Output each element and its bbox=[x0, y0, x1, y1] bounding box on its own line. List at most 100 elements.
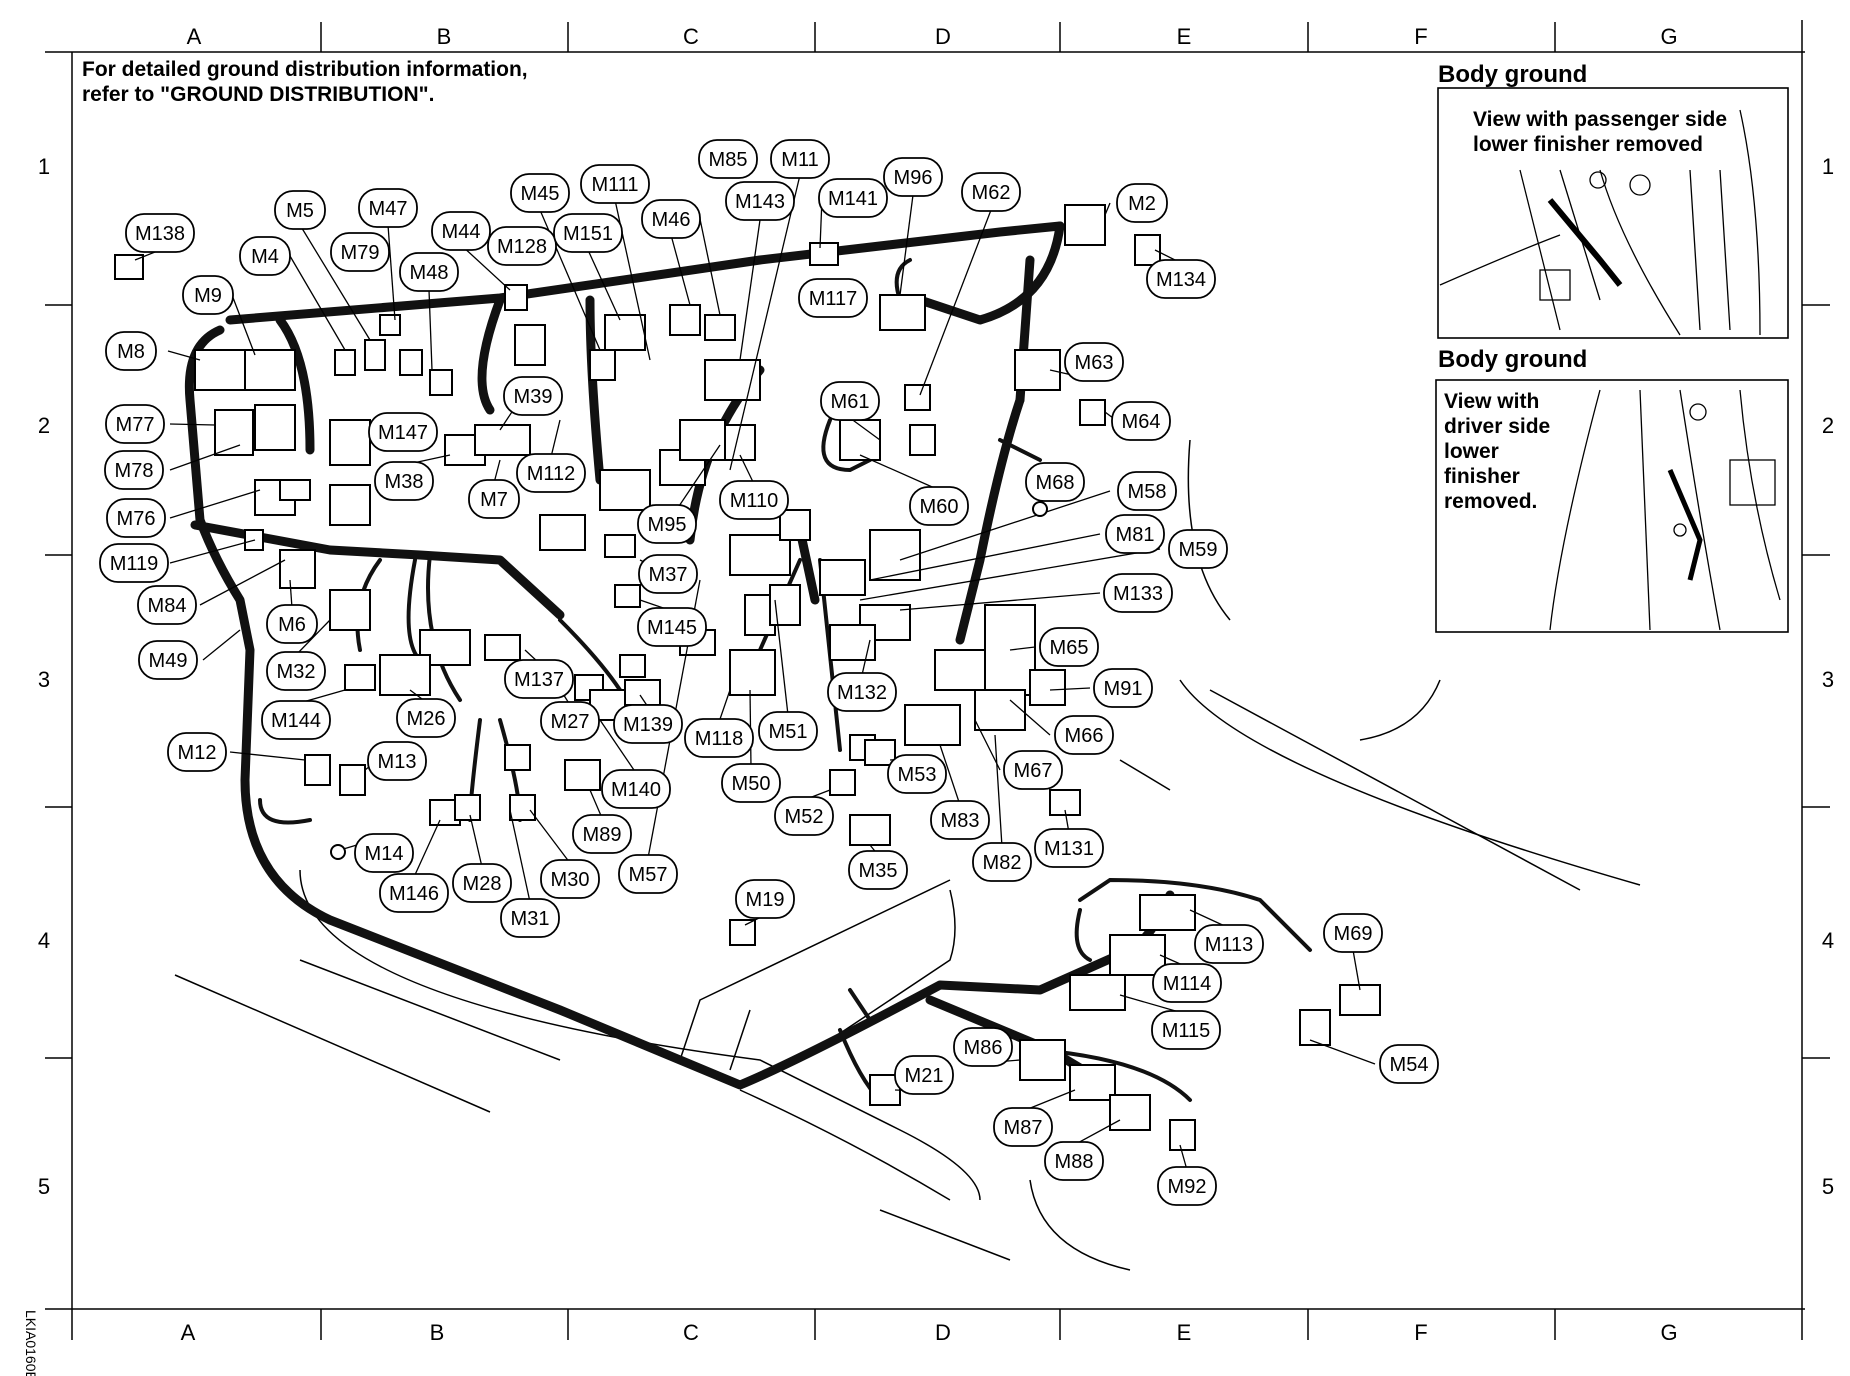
connector-id: M54 bbox=[1390, 1054, 1429, 1076]
vehicle-body-outline bbox=[174, 439, 1641, 1271]
connector-id: M53 bbox=[898, 764, 937, 786]
connector-id: M86 bbox=[964, 1037, 1003, 1059]
connector-label-m32: M32 bbox=[266, 651, 326, 691]
col-label: C bbox=[683, 24, 699, 49]
connector-id: M118 bbox=[695, 728, 744, 750]
connector-label-m35: M35 bbox=[848, 850, 908, 890]
document-id: LKIA0160E bbox=[23, 1310, 39, 1376]
connector-id: M77 bbox=[116, 414, 155, 436]
connector-id: M12 bbox=[178, 742, 217, 764]
connector-id: M47 bbox=[369, 198, 408, 220]
connector-id: M133 bbox=[1113, 583, 1163, 605]
connector-id: M8 bbox=[117, 341, 145, 363]
connector-id: M141 bbox=[828, 188, 878, 210]
col-label: D bbox=[935, 24, 951, 49]
col-label: A bbox=[181, 1320, 196, 1345]
connector-label-m84: M84 bbox=[137, 585, 197, 625]
connector-label-m47: M47 bbox=[358, 188, 418, 228]
connector-id: M117 bbox=[809, 288, 858, 310]
connector-id: M50 bbox=[732, 773, 771, 795]
connector-id: M112 bbox=[527, 463, 576, 485]
ground-terminal-icons bbox=[330, 501, 1048, 860]
connector-label-m45: M45 bbox=[510, 173, 570, 213]
inset-driver-caption-2: driver side bbox=[1444, 415, 1550, 438]
inset-passenger-title: Body ground bbox=[1438, 61, 1587, 88]
row-label: 1 bbox=[38, 154, 50, 179]
connector-id: M144 bbox=[271, 710, 321, 732]
connector-id: M27 bbox=[551, 711, 590, 733]
connector-id: M110 bbox=[730, 490, 779, 512]
connector-id: M138 bbox=[135, 223, 185, 245]
connector-id: M44 bbox=[442, 221, 481, 243]
connector-id: M139 bbox=[623, 714, 673, 736]
connector-label-m82: M82 bbox=[972, 842, 1032, 882]
connector-label-m64: M64 bbox=[1111, 401, 1171, 441]
connector-label-m53: M53 bbox=[887, 754, 947, 794]
col-label: A bbox=[187, 24, 202, 49]
connector-label-m65: M65 bbox=[1039, 627, 1099, 667]
col-label: C bbox=[683, 1320, 699, 1345]
connector-id: M81 bbox=[1116, 524, 1155, 546]
connector-id: M63 bbox=[1075, 352, 1114, 374]
row-labels: 1 2 3 4 5 1 2 3 4 5 bbox=[38, 154, 1834, 1199]
connector-label-m19: M19 bbox=[735, 879, 795, 919]
connector-label-m113: M113 bbox=[1194, 924, 1264, 964]
inset-driver-caption-4: finisher bbox=[1444, 465, 1520, 488]
connector-id: M132 bbox=[837, 682, 887, 704]
connector-id: M92 bbox=[1168, 1176, 1207, 1198]
connector-label-m112: M112 bbox=[516, 453, 586, 493]
connector-id: M26 bbox=[407, 708, 446, 730]
connector-label-m110: M110 bbox=[719, 480, 789, 520]
connector-id: M95 bbox=[648, 514, 687, 536]
col-label: D bbox=[935, 1320, 951, 1345]
connector-id: M5 bbox=[286, 200, 314, 222]
connector-id: M46 bbox=[652, 209, 691, 231]
connector-label-m87: M87 bbox=[993, 1107, 1053, 1147]
connector-id: M147 bbox=[378, 422, 428, 444]
connector-label-m139: M139 bbox=[613, 704, 683, 744]
connector-label-m132: M132 bbox=[827, 672, 897, 712]
row-label: 5 bbox=[1822, 1174, 1834, 1199]
connector-label-m111: M111 bbox=[580, 164, 650, 204]
connector-label-m78: M78 bbox=[104, 450, 164, 490]
connector-id: M57 bbox=[629, 864, 668, 886]
connector-id: M39 bbox=[514, 386, 553, 408]
connector-label-m5: M5 bbox=[274, 190, 326, 230]
connector-id: M145 bbox=[647, 617, 697, 639]
connector-label-m81: M81 bbox=[1105, 514, 1165, 554]
connector-label-m51: M51 bbox=[758, 711, 818, 751]
connector-label-m12: M12 bbox=[167, 732, 227, 772]
connector-id: M111 bbox=[591, 174, 638, 196]
inset-passenger-sketch bbox=[1439, 109, 1761, 336]
connector-label-m63: M63 bbox=[1064, 342, 1124, 382]
connector-label-m91: M91 bbox=[1093, 668, 1153, 708]
connector-label-m144: M144 bbox=[261, 700, 331, 740]
connector-id: M151 bbox=[563, 223, 613, 245]
connector-id: M134 bbox=[1156, 269, 1206, 291]
connector-id: M38 bbox=[385, 471, 424, 493]
connector-label-m28: M28 bbox=[452, 863, 512, 903]
connector-label-m95: M95 bbox=[637, 504, 697, 544]
inset-passenger-side: Body ground View with passenger side low… bbox=[1437, 61, 1789, 339]
connector-id: M85 bbox=[709, 149, 748, 171]
connector-label-m146: M146 bbox=[379, 873, 449, 913]
connector-label-m134: M134 bbox=[1146, 259, 1216, 299]
connector-label-m92: M92 bbox=[1157, 1166, 1217, 1206]
connector-label-m143: M143 bbox=[725, 181, 795, 221]
connector-id: M89 bbox=[583, 824, 622, 846]
connector-id: M31 bbox=[511, 908, 550, 930]
row-label: 2 bbox=[38, 413, 50, 438]
connector-label-m133: M133 bbox=[1103, 573, 1173, 613]
connector-label-m61: M61 bbox=[820, 381, 880, 421]
connector-label-m2: M2 bbox=[1116, 183, 1168, 223]
connector-id: M60 bbox=[920, 496, 959, 518]
inset-passenger-caption-1: View with passenger side bbox=[1473, 108, 1727, 131]
connector-id: M76 bbox=[117, 508, 156, 530]
connector-label-m21: M21 bbox=[894, 1055, 954, 1095]
connector-label-m67: M67 bbox=[1003, 750, 1063, 790]
ground-note-line2: refer to "GROUND DISTRIBUTION". bbox=[82, 83, 434, 106]
column-labels-bottom: A B C D E F G bbox=[181, 1320, 1678, 1345]
connector-label-m117: M117 bbox=[798, 278, 868, 318]
connector-id: M28 bbox=[463, 873, 502, 895]
connector-label-m57: M57 bbox=[618, 854, 678, 894]
